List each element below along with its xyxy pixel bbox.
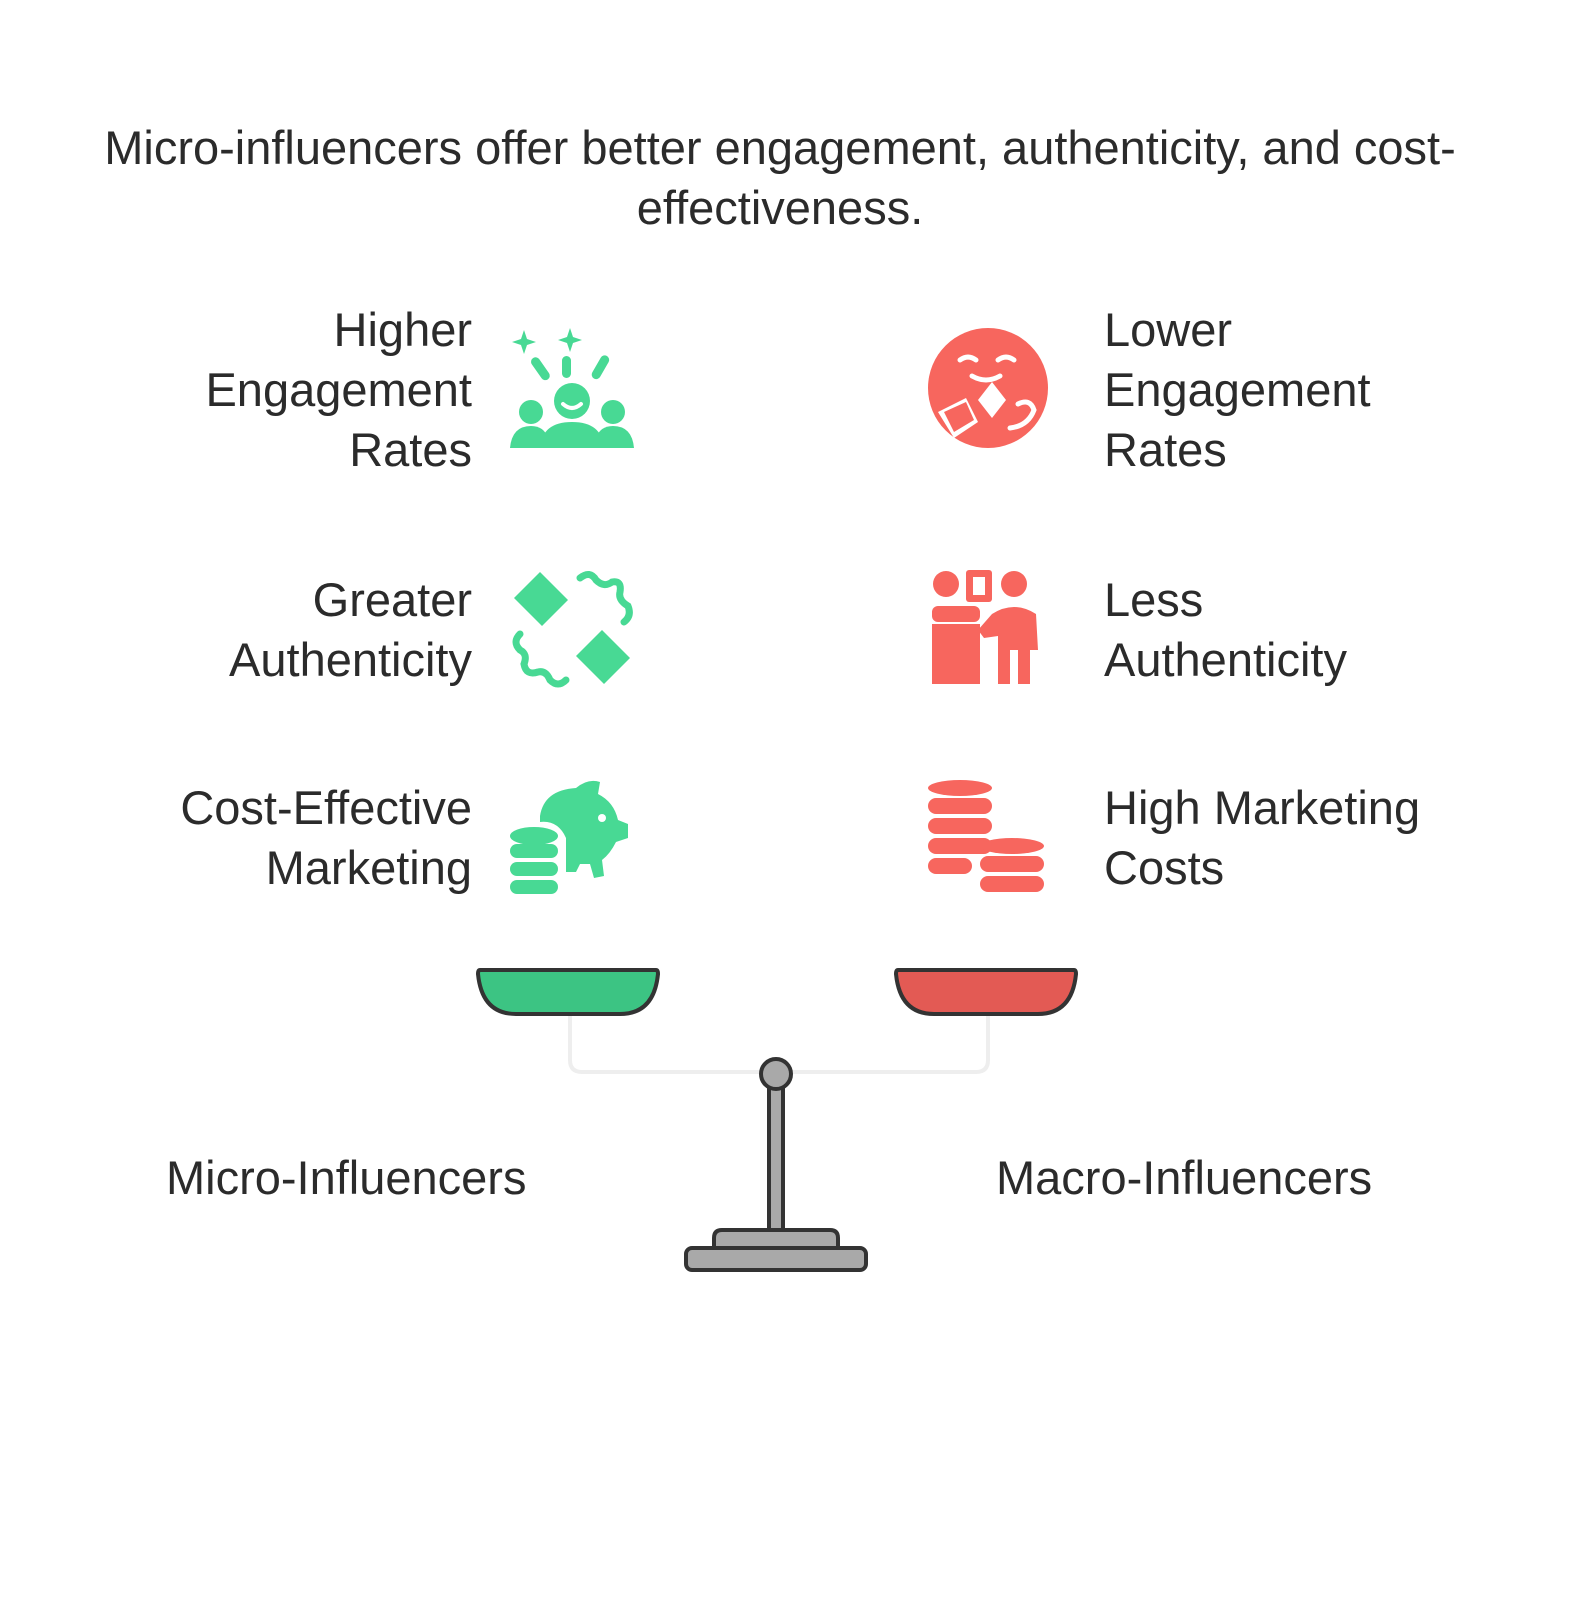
scale-pole: [767, 1070, 785, 1234]
right-pan: [893, 968, 1079, 1016]
scale-base-top: [712, 1228, 840, 1250]
bored-face-book-icon: [926, 326, 1050, 450]
right-item-high-costs: High Marketing Costs: [1104, 781, 1421, 894]
micro-influencers-label: Micro-Influencers: [166, 1151, 527, 1204]
page-title: Micro-influencers offer better engagemen…: [104, 121, 1456, 234]
right-item-less-authenticity: Less Authenticity: [1104, 573, 1347, 686]
piggy-bank-coins-icon: [510, 776, 634, 900]
left-item-cost-effective: Cost-Effective Marketing: [180, 781, 472, 894]
handshake-icon: [510, 566, 634, 690]
macro-influencers-label: Macro-Influencers: [996, 1151, 1373, 1204]
right-item-lower-engagement: Lower Engagement Rates: [1104, 303, 1371, 476]
left-item-greater-authenticity: Greater Authenticity: [229, 573, 472, 686]
scale-base: [684, 1246, 868, 1272]
scale-pivot: [759, 1057, 793, 1091]
balance-scale: [470, 960, 1090, 1280]
left-item-higher-engagement: Higher Engagement Rates: [205, 303, 472, 476]
cheering-crowd-icon: [510, 326, 634, 450]
presenter-board-icon: [926, 566, 1050, 690]
coin-stacks-icon: [926, 776, 1050, 900]
left-pan: [475, 968, 661, 1016]
